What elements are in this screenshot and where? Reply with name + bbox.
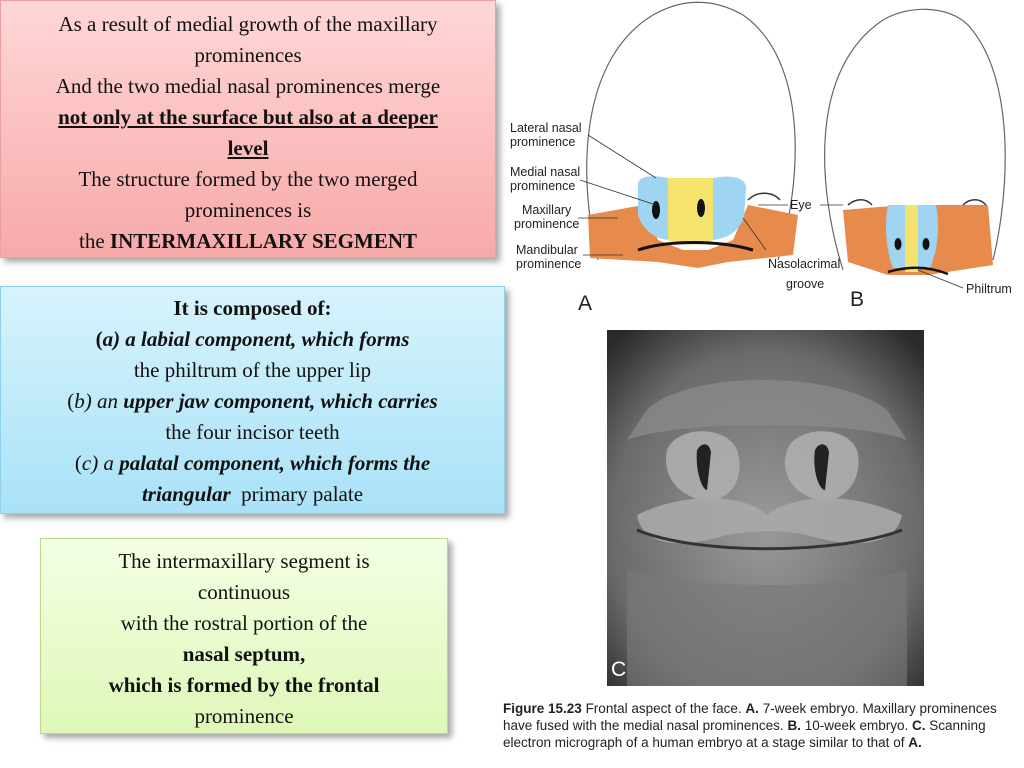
text-prefix: the — [78, 229, 105, 253]
figure-caption: Figure 15.23 Frontal aspect of the face.… — [503, 700, 1024, 766]
intermaxillary-segment-term: INTERMAXILLARY SEGMENT — [109, 229, 417, 253]
text-line: prominence — [194, 704, 294, 728]
text-line: with the rostral portion of the — [120, 611, 368, 635]
component-a: (a) a labial component, which forms — [11, 324, 494, 355]
label-nasolacrimal: Nasolacrimal — [768, 257, 840, 271]
label-medial-nasal: prominence — [510, 179, 575, 193]
component-c-cont-text: primary palate — [241, 482, 364, 506]
panel-label-a: A — [578, 292, 592, 315]
caption-panel-a: A. — [745, 701, 759, 716]
nasal-septum-box: The intermaxillary segment is continuous… — [40, 538, 448, 734]
emphasis-line: nasal septum, — [182, 642, 306, 666]
caption-text-b: 10-week embryo. — [804, 718, 909, 733]
emphasis-line: which is formed by the frontal — [108, 673, 380, 697]
nostril-b-left — [894, 238, 902, 250]
intermaxillary-summary-box: As a result of medial growth of the maxi… — [0, 0, 496, 258]
leader-line — [742, 217, 767, 251]
text-line: As a result of medial growth of the maxi… — [58, 12, 438, 36]
nostril-b-right — [922, 238, 930, 250]
emphasis-line: level — [227, 136, 269, 160]
component-a-text: ) a labial component, which forms — [113, 327, 410, 351]
mouth-a — [637, 241, 754, 252]
label-medial-nasal: Medial nasal — [510, 165, 580, 179]
component-b-text: upper jaw component, which carries — [123, 389, 438, 413]
text-line: continuous — [197, 580, 291, 604]
text-line: And the two medial nasal prominences mer… — [55, 74, 441, 98]
micrograph-svg: C — [607, 330, 924, 686]
embryo-face-svg: Lateral nasal prominence Medial nasal pr… — [510, 1, 1012, 315]
item-letter: a — [102, 327, 114, 351]
label-lateral-nasal: Lateral nasal — [510, 121, 582, 135]
nostril-a-left — [652, 201, 660, 219]
component-b-cont: the four incisor teeth — [165, 420, 340, 444]
item-letter: b — [74, 389, 85, 413]
leader-line — [917, 269, 964, 289]
component-c-text: triangular — [141, 482, 231, 506]
medial-nasal-b-left — [885, 205, 905, 268]
caption-panel-a-end: A. — [908, 735, 922, 750]
eye-b-right — [962, 199, 987, 206]
label-mandibular: prominence — [516, 257, 581, 271]
label-mandibular: Mandibular — [516, 243, 578, 257]
text-line: The structure formed by the two merged — [78, 167, 418, 191]
mouth-b — [887, 266, 949, 276]
label-philtrum: Philtrum — [966, 282, 1012, 296]
label-maxillary: Maxillary — [522, 203, 572, 217]
composition-heading: It is composed of: — [173, 296, 332, 320]
composition-box: It is composed of: (a) a labial componen… — [0, 286, 505, 514]
electron-micrograph: C — [607, 330, 924, 686]
text-line: the INTERMAXILLARY SEGMENT — [11, 226, 485, 257]
paren: ( — [67, 389, 75, 413]
caption-text-a: 7-week embryo. Maxillary prominences hav… — [503, 701, 997, 733]
caption-text-c: Scanning electron micrograph of a human … — [503, 718, 986, 750]
label-lateral-nasal: prominence — [510, 135, 575, 149]
label-eye: Eye — [790, 198, 812, 212]
paren: ( — [74, 451, 82, 475]
emphasis-line: not only at the surface but also at a de… — [58, 105, 438, 129]
medial-nasal-a-right — [713, 176, 746, 240]
label-maxillary: prominence — [514, 217, 579, 231]
component-a-cont: the philtrum of the upper lip — [133, 358, 372, 382]
medial-nasal-b-right — [918, 205, 938, 268]
caption-figure-label: Figure 15.23 — [503, 701, 582, 716]
eye-b-left — [847, 199, 873, 206]
component-c-text: palatal component, which forms the — [119, 451, 431, 475]
eye-a — [747, 192, 781, 201]
item-connector: ) an — [84, 389, 119, 413]
panel-label-b: B — [850, 288, 864, 311]
caption-text: Frontal aspect of the face. — [585, 701, 742, 716]
label-nasolacrimal: groove — [786, 277, 824, 291]
caption-panel-b: B. — [787, 718, 801, 733]
item-connector: ) a — [91, 451, 114, 475]
intermaxillary-b — [905, 205, 918, 272]
item-letter: c — [81, 451, 92, 475]
text-line: prominences — [194, 43, 302, 67]
component-b: (b) an upper jaw component, which carrie… — [11, 386, 494, 417]
text-line: prominences is — [184, 198, 312, 222]
embryo-face-diagram: Lateral nasal prominence Medial nasal pr… — [508, 0, 1024, 320]
paren: ( — [95, 327, 103, 351]
caption-panel-c: C. — [912, 718, 926, 733]
nostril-a-right — [697, 199, 705, 217]
panel-label-c: C — [611, 658, 626, 681]
text-line: The intermaxillary segment is — [118, 549, 370, 573]
leader-line — [579, 179, 657, 206]
component-c-cont: triangular primary palate — [11, 479, 494, 510]
component-c: (c) a palatal component, which forms the — [11, 448, 494, 479]
head-b-outline — [824, 8, 1006, 271]
intermaxillary-a — [668, 178, 713, 245]
leader-line — [587, 134, 657, 179]
